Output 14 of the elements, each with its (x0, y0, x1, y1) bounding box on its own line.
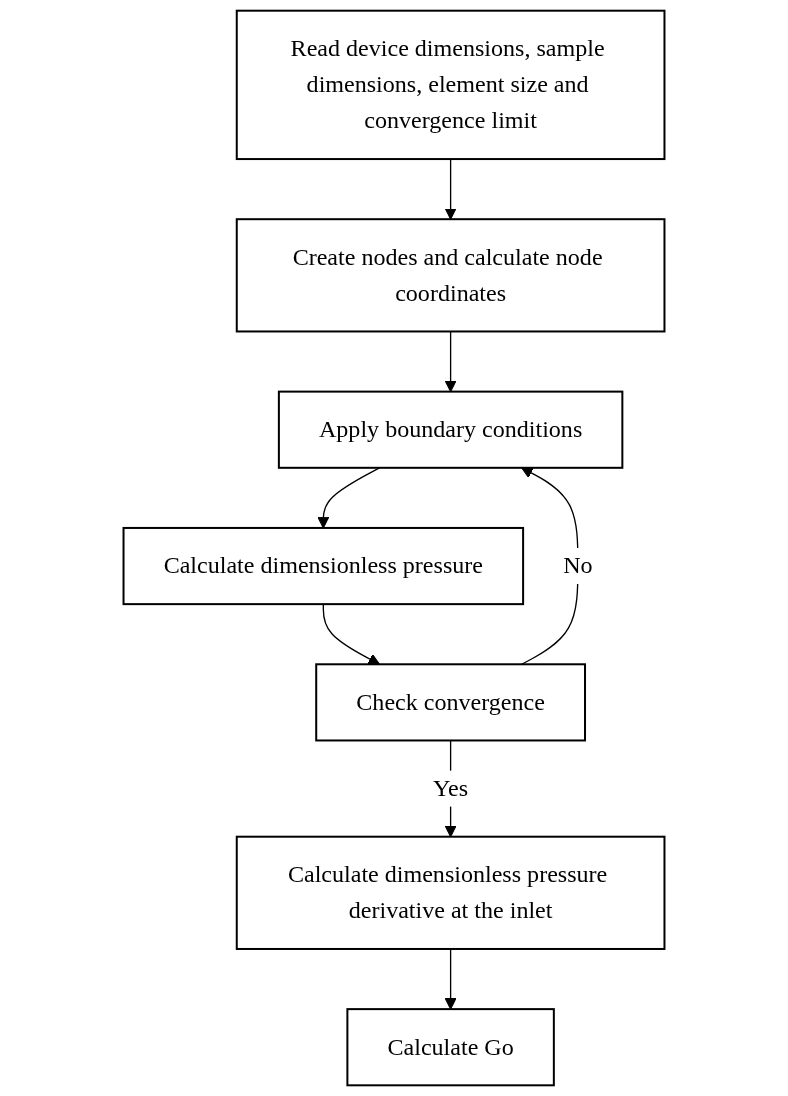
arrow (322, 603, 380, 665)
edge-label: No (563, 552, 593, 579)
node-box: Calculate dimensionless pressure (122, 526, 525, 606)
node-box: Read device dimensions, sample dimensions, element size and convergence limit (235, 9, 666, 161)
arrow (444, 330, 457, 393)
node-box: Calculate dimensionless pressure derivative at the inlet (235, 835, 666, 950)
arrow (317, 467, 381, 529)
node-box: Create nodes and calculate node coordinates (235, 218, 666, 333)
node-box: Check convergence (315, 663, 586, 742)
node-box: Calculate Go (346, 1008, 555, 1087)
arrow (444, 948, 457, 1010)
node-box: Apply boundary conditions (277, 390, 624, 469)
arrow (444, 158, 457, 220)
edge-label: Yes (433, 774, 469, 802)
